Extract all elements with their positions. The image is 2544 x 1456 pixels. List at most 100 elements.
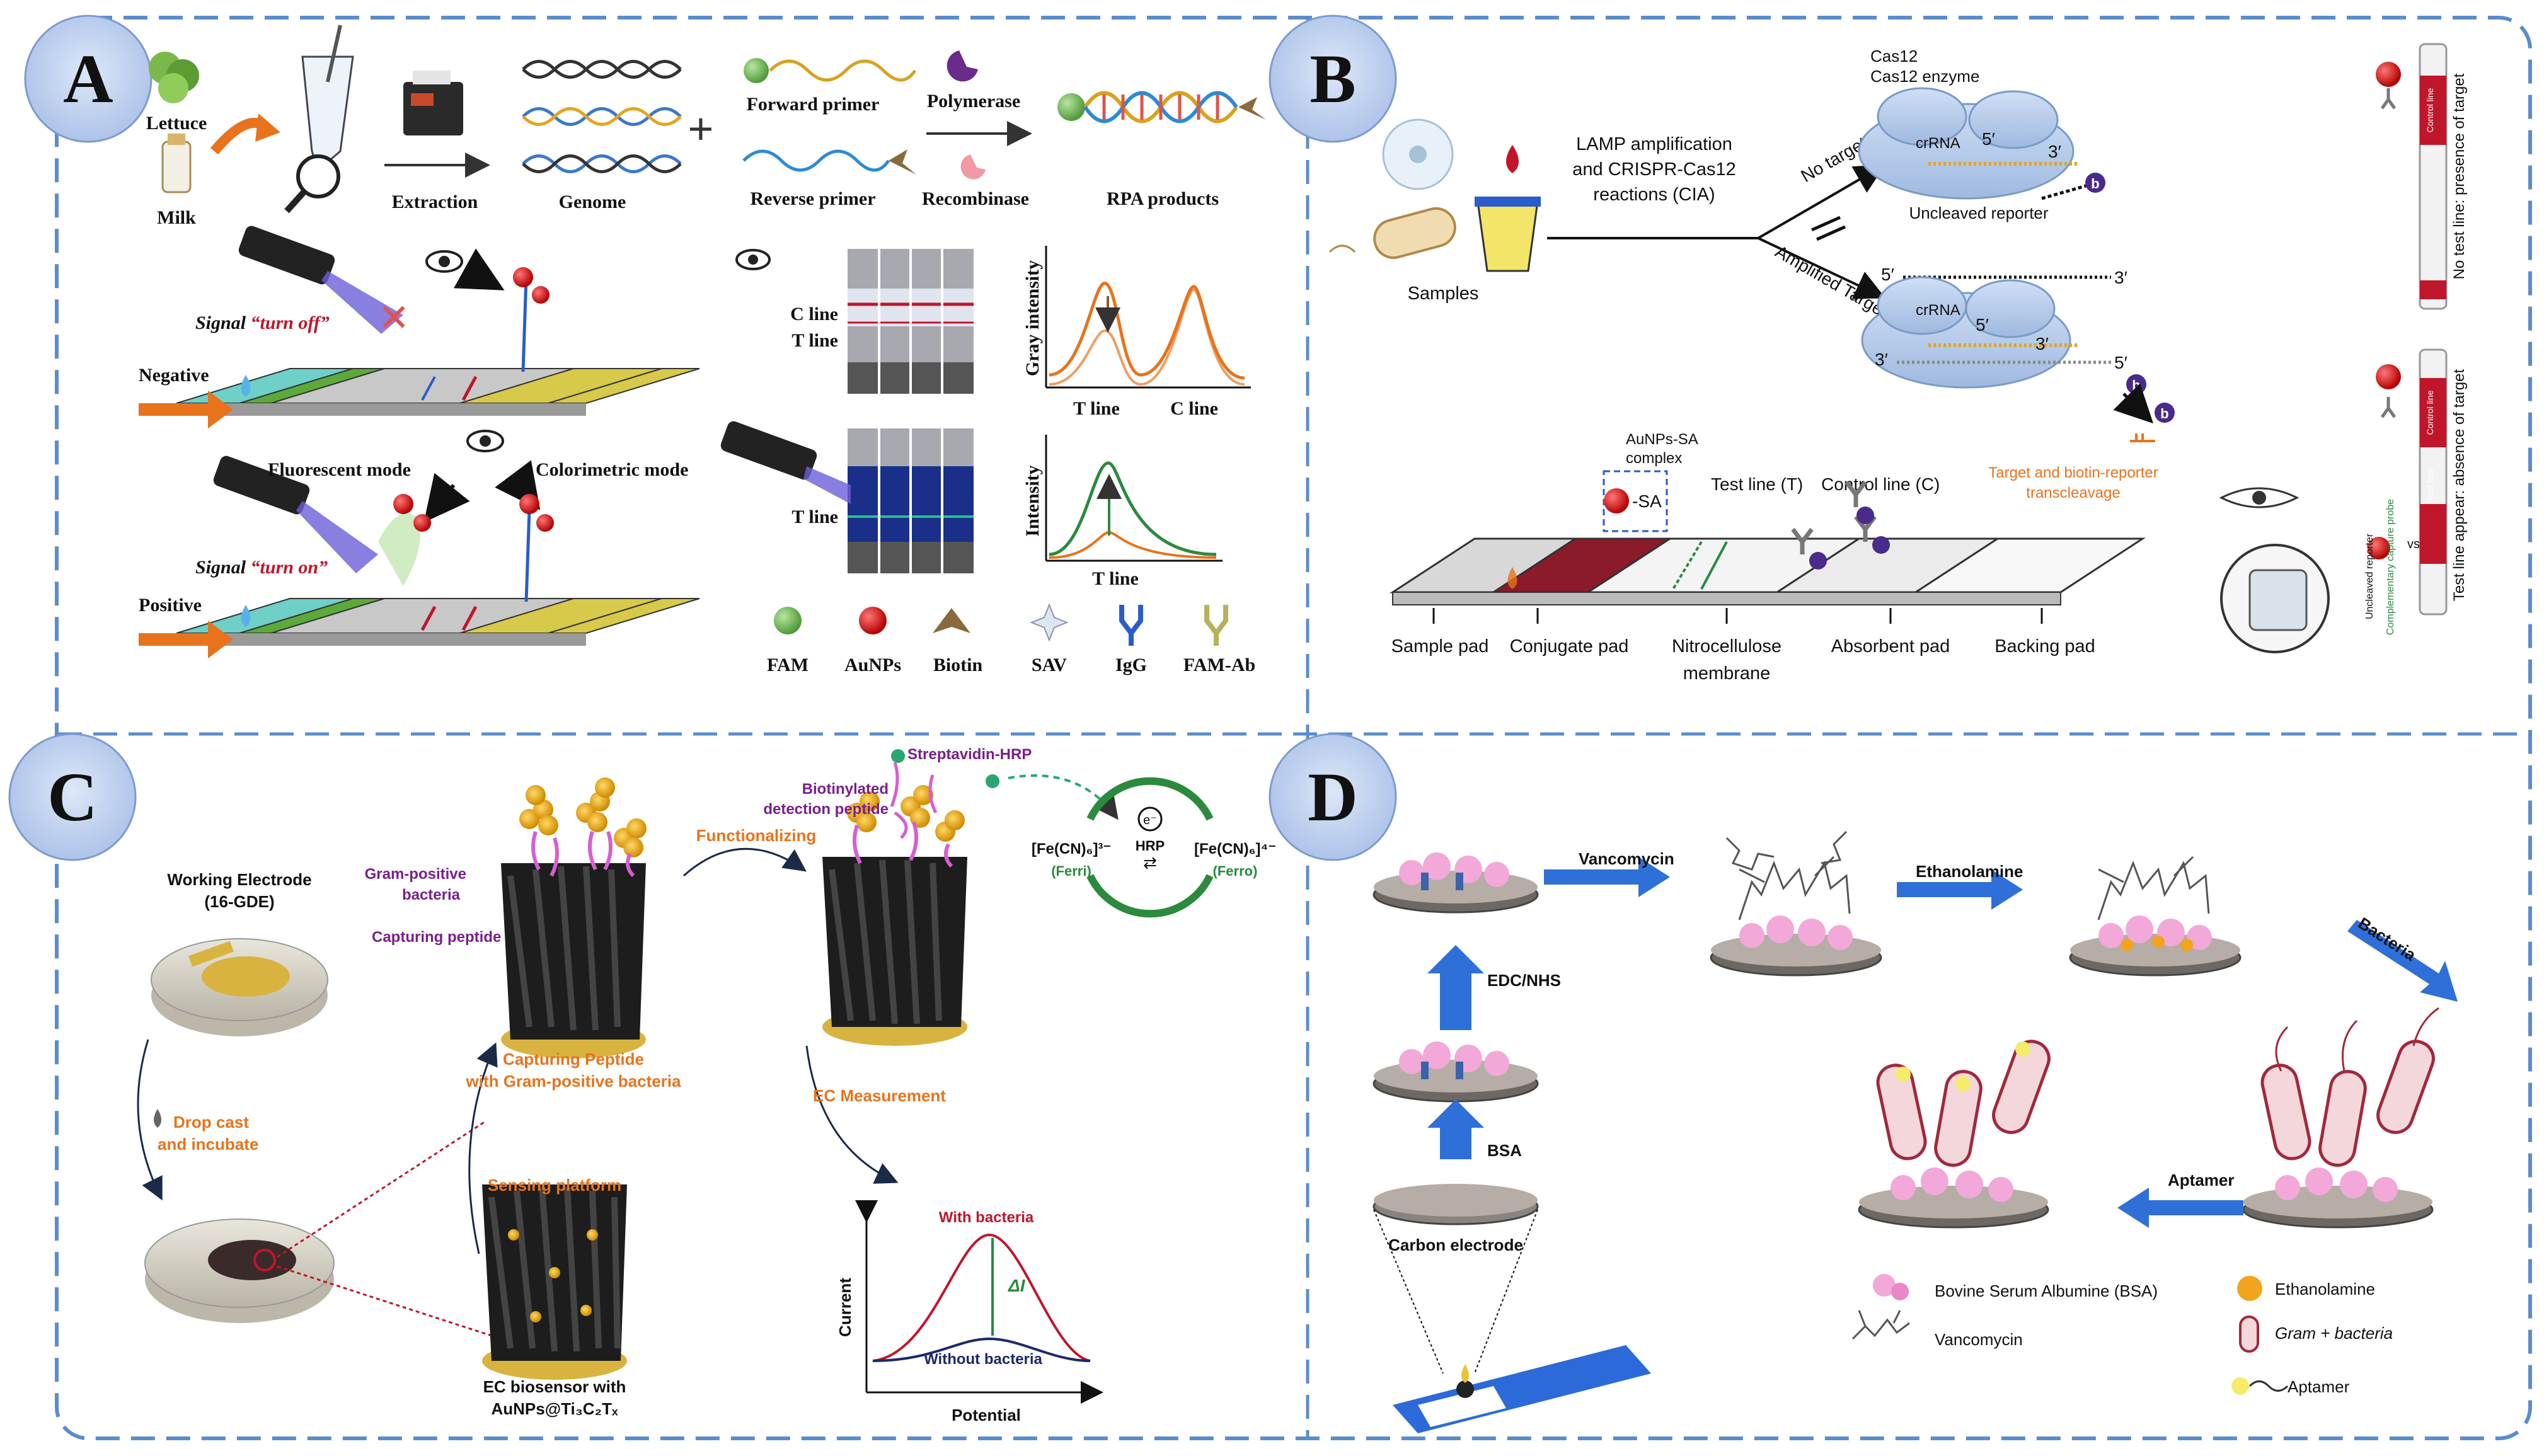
legend-vancomycin: Vancomycin [1935, 1330, 2023, 1349]
three-prime-1: 3′ [2048, 142, 2061, 161]
ec-biosensor-2: AuNPs@Ti₃C₂Tₓ [492, 1399, 618, 1418]
gram-pos-1: Gram-positive [365, 866, 466, 883]
fam-ab-legend-icon [1204, 605, 1228, 646]
forward-primer-icon [769, 59, 917, 82]
rpa-products-icon [1083, 91, 1238, 123]
lamp-line-1: LAMP amplification [1576, 134, 1732, 154]
strip-control-line-word-2: Control line [2425, 88, 2435, 132]
absorbent-pad-label: Absorbent pad [1831, 636, 1950, 656]
carbon-electrode-disc [1373, 1184, 1539, 1225]
legend-bsa: Bovine Serum Albumine (BSA) [1935, 1281, 2158, 1300]
test-line-label: Test line (T) [1711, 474, 1803, 494]
panel-d-letter: D [1308, 759, 1357, 835]
cas12-cloud-icon-2 [1861, 276, 2080, 389]
panel-b: B Samples LAMP amplification and CRISPR-… [1269, 14, 2468, 684]
strip-control-line-word: Control line [2425, 390, 2435, 435]
legend-fam: FAM [767, 655, 809, 675]
legend-ethanolamine: Ethanolamine [2275, 1280, 2375, 1298]
sensing-platform-icon [482, 1184, 627, 1380]
bsa-legend-icon [1873, 1274, 1909, 1300]
recombinase-label: Recombinase [922, 188, 1029, 209]
electron-label: e⁻ [1143, 813, 1157, 827]
capturing-peptide-label: Capturing peptide [372, 929, 501, 946]
svg-text:5′: 5′ [2114, 353, 2127, 372]
biotin-legend-icon [933, 608, 970, 633]
vancomycin-legend-icon [1851, 1310, 1910, 1340]
conjugate-pad-label: Conjugate pad [1510, 636, 1629, 656]
panel-d-badge [1269, 733, 1397, 861]
ethanolamine-arrow-label: Ethanolamine [1916, 862, 2023, 881]
extraction-machine-icon [403, 71, 463, 135]
reverse-primer-icon [742, 149, 890, 172]
rpa-products-label: RPA products [1107, 188, 1219, 209]
cas12-cloud-icon [1858, 87, 2080, 200]
lettuce-label: Lettuce [146, 113, 207, 134]
lateral-flow-strip [1389, 537, 2146, 605]
right-arrow-ethanolamine [1897, 869, 2023, 910]
diagonal-arrow-bacteria [2347, 920, 2458, 1002]
uncleaved-small-label: Uncleaved reporter [2364, 533, 2375, 619]
panel-a-badge [24, 14, 153, 143]
vancomycin-arrow-label: Vancomycin [1579, 849, 1674, 868]
ferri-2: (Ferri) [1051, 863, 1091, 879]
drop-icon-2 [241, 605, 251, 627]
working-electrode-disc-icon [151, 938, 328, 1036]
aunp-sa-icon [1604, 488, 1629, 513]
milk-label: Milk [157, 207, 196, 228]
fam-legend-icon [774, 607, 802, 634]
positive-label: Positive [139, 595, 202, 616]
legend-gram-bacteria: Gram + bacteria [2275, 1324, 2393, 1343]
positive-arrow-icon [139, 621, 233, 658]
milk-bottle-icon [161, 134, 192, 193]
drop-cast-2: and incubate [158, 1135, 258, 1154]
no-target-label: No target [1798, 133, 1870, 186]
biotin-b-icon [2085, 173, 2105, 193]
plot2-x-t: T line [1092, 568, 1139, 589]
genome-dna-icon [522, 60, 682, 173]
legend-fam-ab: FAM-Ab [1183, 655, 1255, 675]
bsa-arrow-label: BSA [1487, 1141, 1522, 1160]
result-strip-1 [2419, 43, 2448, 310]
genome-label: Genome [559, 192, 626, 212]
c-line-label: C line [790, 304, 838, 324]
plot1-x-c: C line [1170, 398, 1218, 419]
panel-c-letter: C [47, 759, 97, 835]
plus-sign: + [688, 104, 714, 153]
gram-pos-2: bacteria [402, 886, 461, 903]
drop-cast-icon [154, 1109, 161, 1128]
probe-cluster-icon-2 [378, 494, 554, 602]
panel-b-letter: B [1309, 40, 1355, 117]
svg-text:⇄: ⇄ [1143, 853, 1157, 872]
gram-bacteria-legend-icon [2239, 1316, 2259, 1353]
ec-biosensor-1: EC biosensor with [483, 1377, 626, 1396]
ec-measurement-label: EC Measurement [813, 1086, 946, 1105]
panel-b-badge [1269, 14, 1397, 143]
svg-text:b: b [2132, 377, 2140, 393]
ferro-2: (Ferro) [1213, 863, 1258, 879]
cell-icon [1382, 118, 1454, 190]
reader-device-icon [2219, 487, 2330, 653]
strip-test-line-word: Test line [2425, 469, 2435, 502]
legend-biotin: Biotin [933, 655, 983, 675]
t-line-label-2: T line [791, 507, 838, 527]
membrane-label: membrane [1683, 663, 1771, 684]
with-bacteria-label: With bacteria [939, 1209, 1034, 1226]
functionalizing-label: Functionalizing [696, 826, 817, 845]
sample-pad-label: Sample pad [1391, 636, 1489, 656]
uncleaved-reporter-label: Uncleaved reporter [1909, 203, 2048, 222]
panel-d: D Carbon electrode BSA EDC/NHS Vancomyci… [1269, 733, 2458, 1433]
lamp-line-2: and CRISPR-Cas12 [1572, 159, 1736, 180]
colorimetric-mode-label: Colorimetric mode [536, 459, 688, 480]
lamp-line-3: reactions (CIA) [1593, 185, 1715, 205]
target-biotin-1: Target and biotin-reporter [1988, 464, 2158, 481]
eye-icon-3 [735, 249, 771, 270]
polymerase-label: Polymerase [927, 91, 1020, 112]
crrna-label-2: crRNA [1916, 302, 1960, 319]
gray-intensity-label: Gray intensity [1022, 260, 1043, 376]
sav-legend-icon [1030, 603, 1069, 642]
flashlight-icon-2 [213, 456, 378, 573]
three-prime-2: 3′ [2035, 334, 2049, 353]
t-line-label: T line [791, 330, 838, 351]
signal-off-label: Signal “turn off” [195, 312, 330, 333]
